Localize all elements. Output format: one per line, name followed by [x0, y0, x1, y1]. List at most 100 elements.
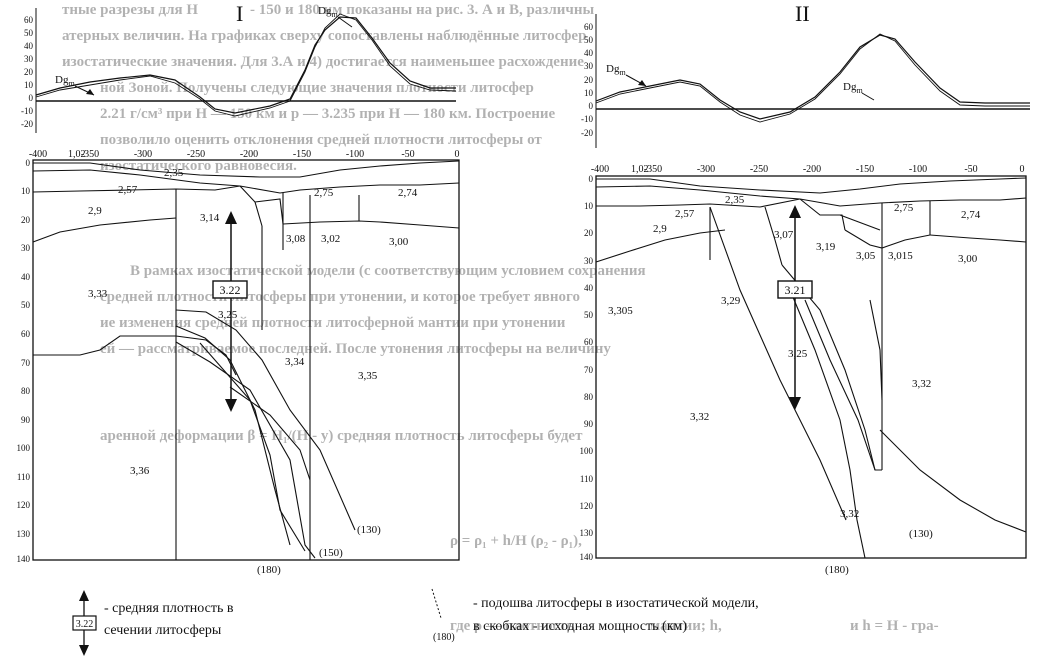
avg-density-box [777, 280, 813, 299]
depth-label: 50 [584, 310, 594, 320]
thickness-labels: (130) (180) [825, 528, 933, 576]
depth-ticks: 0 10 20 30 40 50 60 70 80 90 100 110 120… [17, 158, 31, 564]
legend-text: в скобках - исходная мощность (км) [473, 619, 687, 634]
density-label: 3,07 [774, 229, 794, 241]
density-label: 3,015 [888, 250, 913, 262]
section-frame [595, 175, 1027, 559]
density-label: 2,35 [164, 167, 184, 179]
depth-label: 80 [21, 386, 31, 396]
boundary-line [804, 299, 876, 471]
density-label: 3,00 [389, 236, 409, 248]
thickness-label: (150) [319, 547, 343, 559]
density-label: 2,35 [725, 194, 745, 206]
observed-curve [595, 34, 1030, 120]
dg-arrow [337, 16, 353, 28]
depth-label: 50 [21, 300, 31, 310]
dg-arrowhead [638, 80, 646, 86]
x-tick-label: -250 [187, 149, 205, 160]
thickness-label: (130) [909, 528, 933, 540]
tick-label: 0 [29, 93, 34, 103]
depth-ticks: 0 10 20 30 40 50 60 70 80 90 100 110 120… [580, 174, 594, 562]
tick-label: 10 [584, 88, 594, 98]
panel-title: I [236, 1, 243, 26]
gravity-plot: 60 50 40 30 20 10 0 -10 -20 Dgm Dgm [581, 14, 1030, 148]
depth-label: 60 [21, 329, 31, 339]
tick-label: 20 [24, 67, 34, 77]
gravity-ticks: 60 50 40 30 20 10 0 -10 -20 [581, 22, 594, 138]
x-tick-label: -400 [591, 164, 609, 175]
tick-label: 50 [584, 35, 594, 45]
legend-text: - подошва литосферы в изостатической мод… [473, 596, 759, 611]
panel-II: II 60 50 40 30 20 10 0 -10 -20 Dgm Dgm [580, 1, 1030, 576]
density-label: 2,75 [314, 187, 334, 199]
boundary-line [175, 341, 316, 559]
bg-line: где ρ — плотность [450, 618, 574, 634]
dg-label: Dgm [843, 81, 863, 95]
density-label: 3,32 [690, 411, 709, 423]
depth-label: 80 [584, 392, 594, 402]
bg-line: позволило оценить отклонения средней пло… [100, 132, 542, 148]
tick-label: 60 [584, 22, 594, 32]
boundary-line [869, 299, 883, 401]
boundary-line [33, 160, 460, 178]
boundary-line [595, 229, 726, 263]
x-tick-label: -400 [29, 149, 47, 160]
density-label: 2,9 [653, 223, 667, 235]
boundary-line [709, 206, 847, 521]
density-label: 2,57 [675, 208, 695, 220]
tick-label: 20 [584, 75, 594, 85]
layer-boundaries [595, 177, 1027, 559]
x-axis: -400 -350 -300 -250 -200 -150 -100 -50 0… [591, 164, 1025, 175]
tick-label: 60 [24, 15, 34, 25]
x-tick-label: -200 [240, 149, 258, 160]
legend-box [72, 615, 97, 631]
boundary-line [32, 169, 241, 187]
depth-label: 130 [580, 528, 594, 538]
boundary-line [799, 197, 1027, 207]
depth-label: 140 [17, 554, 31, 564]
dg-arrowhead [86, 89, 94, 95]
depth-label: 90 [584, 419, 594, 429]
depth-label: 120 [580, 501, 594, 511]
legend-base-line [431, 588, 442, 619]
boundary-line [282, 220, 460, 229]
legend-arrowhead-down [79, 645, 89, 656]
density-label: 3,19 [816, 241, 836, 253]
observed-curve [35, 16, 456, 114]
bg-line: и h = H - гра- [850, 618, 939, 634]
label-102: 1,02 [631, 164, 649, 175]
tick-label: -10 [581, 114, 593, 124]
bg-line: изостатического равновесия. [100, 158, 297, 174]
x-tick-label: -100 [346, 149, 364, 160]
thickness-label: (130) [357, 524, 381, 536]
legend: 3.22 - средняя плотность в сечении литос… [72, 588, 759, 656]
density-label: 2,75 [894, 202, 914, 214]
density-labels: 2,35 2,57 2,9 3,07 2,75 2,74 3,19 3,05 3… [608, 194, 981, 520]
model-curve [35, 13, 457, 117]
density-label: 3,34 [285, 356, 305, 368]
legend-arrowhead-up [79, 590, 89, 601]
x-tick-label: -200 [803, 164, 821, 175]
x-tick-label: 0 [455, 149, 460, 160]
panel-I: I 60 50 40 30 20 10 0 -10 -20 Dgm Dgm [17, 1, 460, 576]
density-label: 3,02 [321, 233, 340, 245]
boundary-line [764, 206, 783, 266]
depth-label: 30 [584, 256, 594, 266]
label-102: 1,02 [68, 149, 86, 160]
arrowhead-down [789, 397, 801, 410]
legend-text: - средняя плотность в [104, 601, 234, 616]
boundary-line [33, 335, 176, 356]
legend-box-value: 3.22 [76, 619, 94, 630]
section-frame [32, 159, 460, 561]
legend-text: сечении литосферы [104, 623, 222, 638]
depth-label: 20 [584, 228, 594, 238]
density-label: 3,25 [218, 309, 238, 321]
boundary-line [799, 198, 846, 231]
density-label: 2,9 [88, 205, 102, 217]
depth-label: 100 [17, 443, 31, 453]
bg-line: ной Зоной. Получены следующие значения п… [100, 80, 534, 96]
bg-line: ρ = ρ₁ + h/H (ρ₂ - ρ₁), [450, 533, 582, 549]
boundary-line [844, 229, 931, 249]
